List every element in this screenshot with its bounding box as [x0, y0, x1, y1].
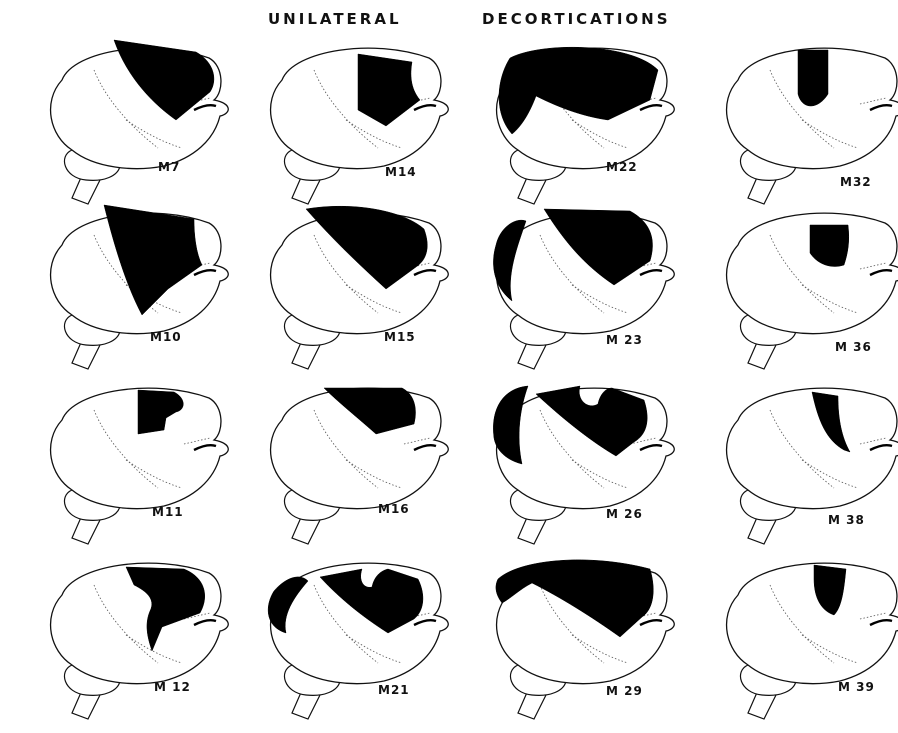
brain-panel	[34, 40, 234, 218]
specimen-label: M21	[378, 683, 410, 697]
specimen-label: M 38	[828, 513, 865, 527]
specimen-label: M7	[158, 160, 180, 174]
brain-drawing	[34, 555, 234, 715]
brain-panel	[254, 380, 454, 558]
brain-panel	[254, 40, 454, 218]
specimen-label: M 39	[838, 680, 875, 694]
specimen-label: M 29	[606, 684, 643, 698]
brain-panel	[34, 555, 234, 733]
brain-panel	[34, 205, 234, 383]
brain-panel	[480, 40, 680, 218]
brain-panel	[710, 555, 898, 733]
title-decortications: DECORTICATIONS	[482, 10, 671, 28]
brain-drawing	[34, 40, 234, 200]
brain-drawing	[710, 380, 898, 540]
specimen-label: M10	[150, 330, 182, 344]
brain-panel	[34, 380, 234, 558]
brain-drawing	[254, 205, 454, 365]
specimen-label: M 36	[835, 340, 872, 354]
brain-panel	[480, 380, 680, 558]
title-unilateral: UNILATERAL	[268, 10, 402, 28]
brain-panel	[710, 380, 898, 558]
brain-drawing	[480, 205, 680, 365]
specimen-label: M 26	[606, 507, 643, 521]
brain-drawing	[480, 40, 680, 200]
lesion-area	[798, 50, 828, 106]
brain-drawing	[34, 380, 234, 540]
brain-drawing	[254, 555, 454, 715]
specimen-label: M16	[378, 502, 410, 516]
brain-drawing	[254, 380, 454, 540]
specimen-label: M15	[384, 330, 416, 344]
brain-panel	[254, 555, 454, 733]
brain-drawing	[480, 555, 680, 715]
specimen-label: M32	[840, 175, 872, 189]
brain-panel	[480, 555, 680, 733]
specimen-label: M14	[385, 165, 417, 179]
brain-drawing	[480, 380, 680, 540]
brain-panel	[710, 205, 898, 383]
brain-drawing	[34, 205, 234, 365]
specimen-label: M 12	[154, 680, 191, 694]
brain-drawing	[254, 40, 454, 200]
specimen-label: M22	[606, 160, 638, 174]
brain-panel	[480, 205, 680, 383]
brain-panel	[710, 40, 898, 218]
brain-panel	[254, 205, 454, 383]
specimen-label: M 23	[606, 333, 643, 347]
specimen-label: M11	[152, 505, 184, 519]
